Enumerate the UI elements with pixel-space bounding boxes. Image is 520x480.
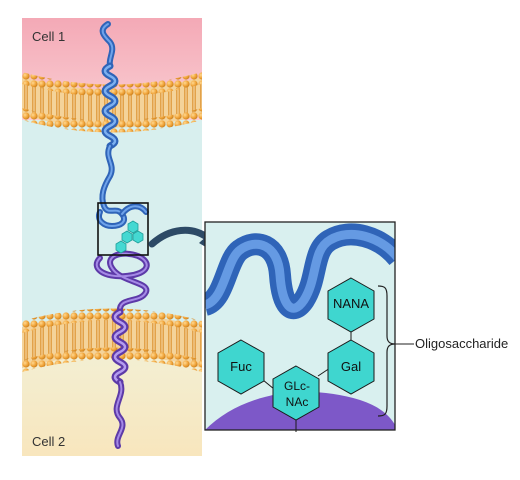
zoom-box xyxy=(97,202,149,256)
cell1-label: Cell 1 xyxy=(32,29,65,44)
helix-bottom xyxy=(111,308,129,386)
membrane-bottom xyxy=(22,308,202,372)
sugar-gal-label: Gal xyxy=(341,359,361,374)
sugar-glcnac-label-line2: NAc xyxy=(286,395,309,409)
sugar-fuc-label: Fuc xyxy=(230,359,252,374)
sugar-fuc: Fuc xyxy=(217,339,265,395)
sugar-gal: Gal xyxy=(327,339,375,395)
sugar-nana-label: NANA xyxy=(333,296,369,311)
oligosaccharide-small xyxy=(115,220,144,254)
oligosaccharide-label: Oligosaccharide xyxy=(415,336,508,351)
inset-panel: NANA Gal Fuc GLc- NAc xyxy=(204,221,396,432)
sugar-nana: NANA xyxy=(327,277,375,333)
sugar-glcnac: GLc- NAc xyxy=(272,365,320,421)
sugar-glcnac-label-line1: GLc- xyxy=(284,379,310,393)
helix-top xyxy=(101,62,119,150)
protein-cell1 xyxy=(96,21,149,230)
membrane-top xyxy=(22,72,202,133)
cell2-label: Cell 2 xyxy=(32,434,65,449)
